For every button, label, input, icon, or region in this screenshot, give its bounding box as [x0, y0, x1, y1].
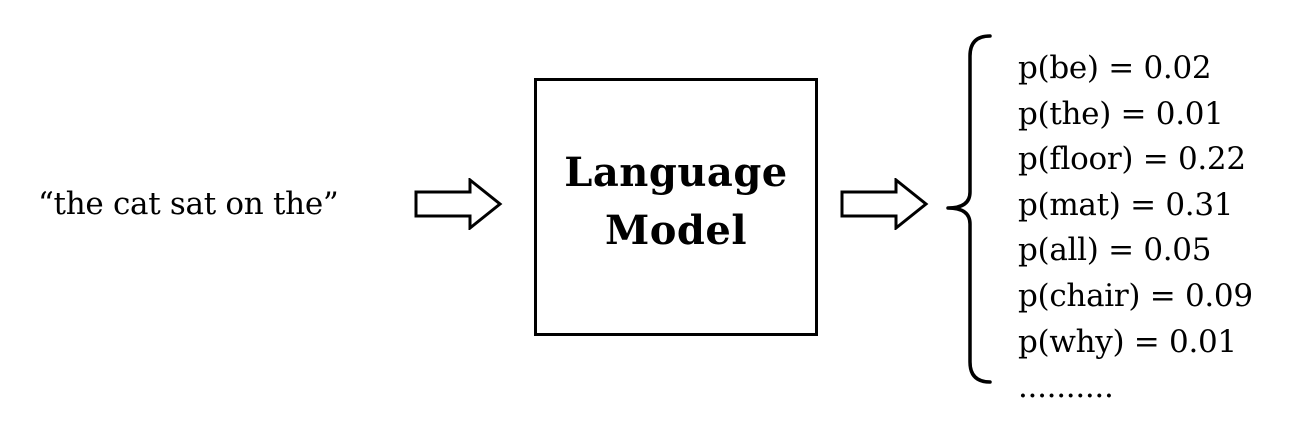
probability-item: p(all) = 0.05 [1018, 232, 1212, 269]
curly-brace-icon [946, 34, 992, 384]
probability-item: p(mat) = 0.31 [1018, 186, 1234, 223]
probability-ellipsis: .......... [1018, 369, 1114, 406]
model-label-line-1: Language [564, 149, 788, 196]
right-arrow-icon [840, 178, 929, 230]
model-label-line-2: Model [604, 207, 748, 254]
probability-item: p(floor) = 0.22 [1018, 141, 1246, 178]
probability-list: p(be) = 0.02 p(the) = 0.01 p(floor) = 0.… [1018, 46, 1253, 411]
language-model-box: Language Model [534, 78, 818, 336]
probability-item: p(be) = 0.02 [1018, 50, 1212, 86]
probability-item: p(chair) = 0.09 [1018, 277, 1253, 314]
right-arrow-icon [414, 178, 503, 230]
probability-item: p(why) = 0.01 [1018, 323, 1237, 360]
input-sentence: “the cat sat on the” [38, 186, 339, 222]
probability-item: p(the) = 0.01 [1018, 95, 1224, 132]
